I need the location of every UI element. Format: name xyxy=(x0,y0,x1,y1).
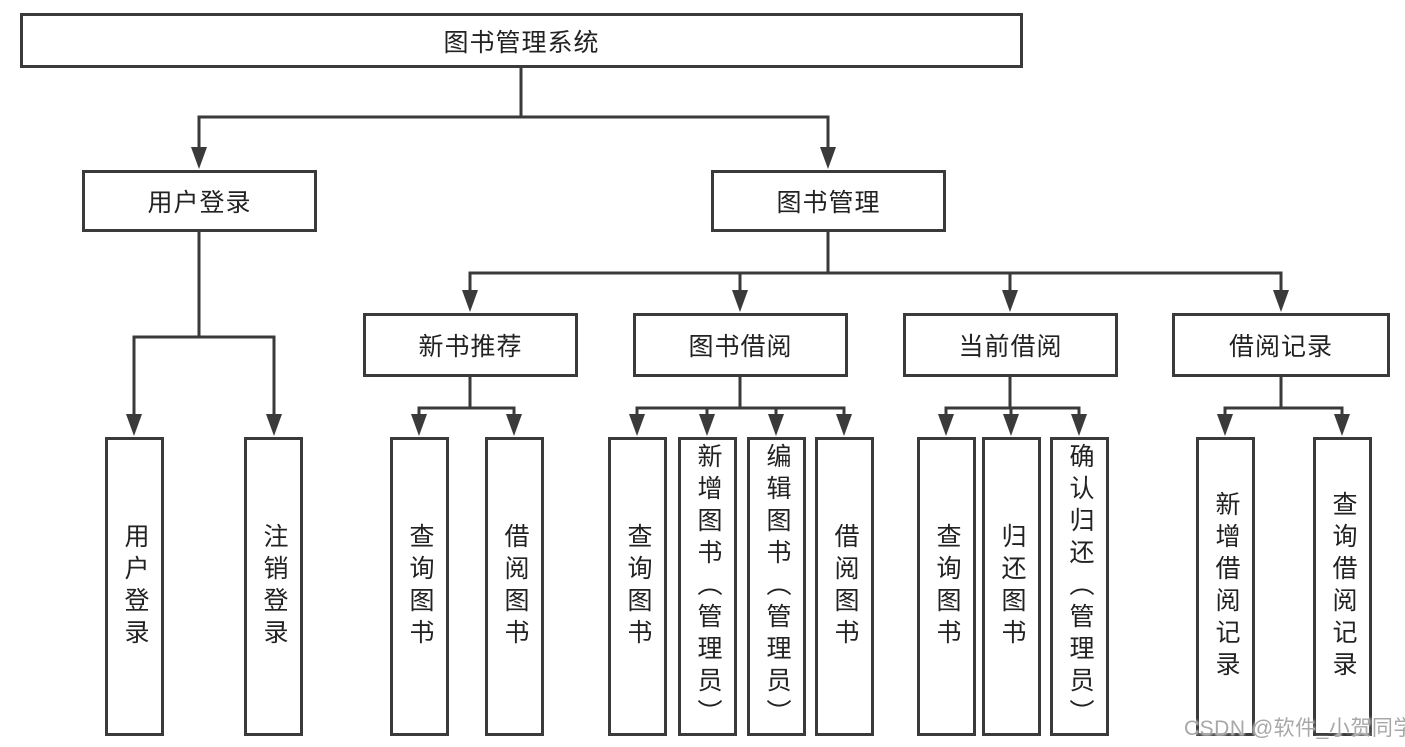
leaf-query-books-borrow: 查询图书 xyxy=(608,437,667,736)
node-label: 借阅记录 xyxy=(1228,333,1333,361)
node-library-management-system: 图书管理系统 xyxy=(20,13,1023,68)
leaf-label: 新增借阅记录 xyxy=(1212,490,1240,683)
connector-userlogin-to-leaves xyxy=(126,230,282,436)
leaf-borrow-books: 借阅图书 xyxy=(815,437,874,736)
leaf-label: 编辑图书（管理员） xyxy=(763,442,791,731)
node-book-borrow: 图书借阅 xyxy=(633,313,848,377)
leaf-edit-book-admin: 编辑图书（管理员） xyxy=(747,437,806,736)
leaf-confirm-return-admin: 确认归还（管理员） xyxy=(1050,437,1109,736)
leaf-label: 查询图书 xyxy=(406,522,434,651)
connector-root-to-level2 xyxy=(191,66,836,169)
node-borrow-records: 借阅记录 xyxy=(1172,313,1390,377)
node-label: 图书管理 xyxy=(776,189,881,217)
connector-records-to-leaves xyxy=(1217,375,1350,436)
node-current-borrow: 当前借阅 xyxy=(903,313,1118,377)
leaf-label: 查询图书 xyxy=(933,522,961,651)
leaf-return-books: 归还图书 xyxy=(982,437,1041,736)
node-book-management: 图书管理 xyxy=(711,170,946,232)
leaf-query-books-current: 查询图书 xyxy=(917,437,976,736)
connector-currentborrow-to-leaves xyxy=(938,375,1087,436)
leaf-label: 确认归还（管理员） xyxy=(1066,442,1094,731)
leaf-logout: 注销登录 xyxy=(244,437,303,736)
leaf-label: 注销登录 xyxy=(260,522,288,651)
node-label: 用户登录 xyxy=(147,189,252,217)
node-new-book-recommend: 新书推荐 xyxy=(363,313,578,377)
leaf-add-borrow-record: 新增借阅记录 xyxy=(1196,437,1255,736)
leaf-query-borrow-record: 查询借阅记录 xyxy=(1313,437,1372,736)
leaf-label: 查询图书 xyxy=(624,522,652,651)
node-user-login: 用户登录 xyxy=(82,170,317,232)
leaf-add-book-admin: 新增图书（管理员） xyxy=(678,437,737,736)
leaf-label: 新增图书（管理员） xyxy=(694,442,722,731)
connector-newbook-to-leaves xyxy=(411,375,522,436)
node-label: 新书推荐 xyxy=(418,333,523,361)
node-label: 图书管理系统 xyxy=(443,28,600,57)
csdn-watermark: CSDN @软件_小贺同学 xyxy=(1184,717,1405,740)
node-label: 图书借阅 xyxy=(688,333,793,361)
connector-bookborrow-to-leaves xyxy=(629,375,852,436)
leaf-label: 借阅图书 xyxy=(501,522,529,651)
leaf-user-login: 用户登录 xyxy=(105,437,164,736)
connector-bookmgmt-to-level3 xyxy=(462,230,1289,312)
leaf-label: 用户登录 xyxy=(121,522,149,651)
leaf-borrow-books-recommend: 借阅图书 xyxy=(485,437,544,736)
leaf-label: 借阅图书 xyxy=(831,522,859,651)
leaf-query-books-recommend: 查询图书 xyxy=(390,437,449,736)
leaf-label: 归还图书 xyxy=(998,522,1026,651)
node-label: 当前借阅 xyxy=(958,333,1063,361)
leaf-label: 查询借阅记录 xyxy=(1329,490,1357,683)
